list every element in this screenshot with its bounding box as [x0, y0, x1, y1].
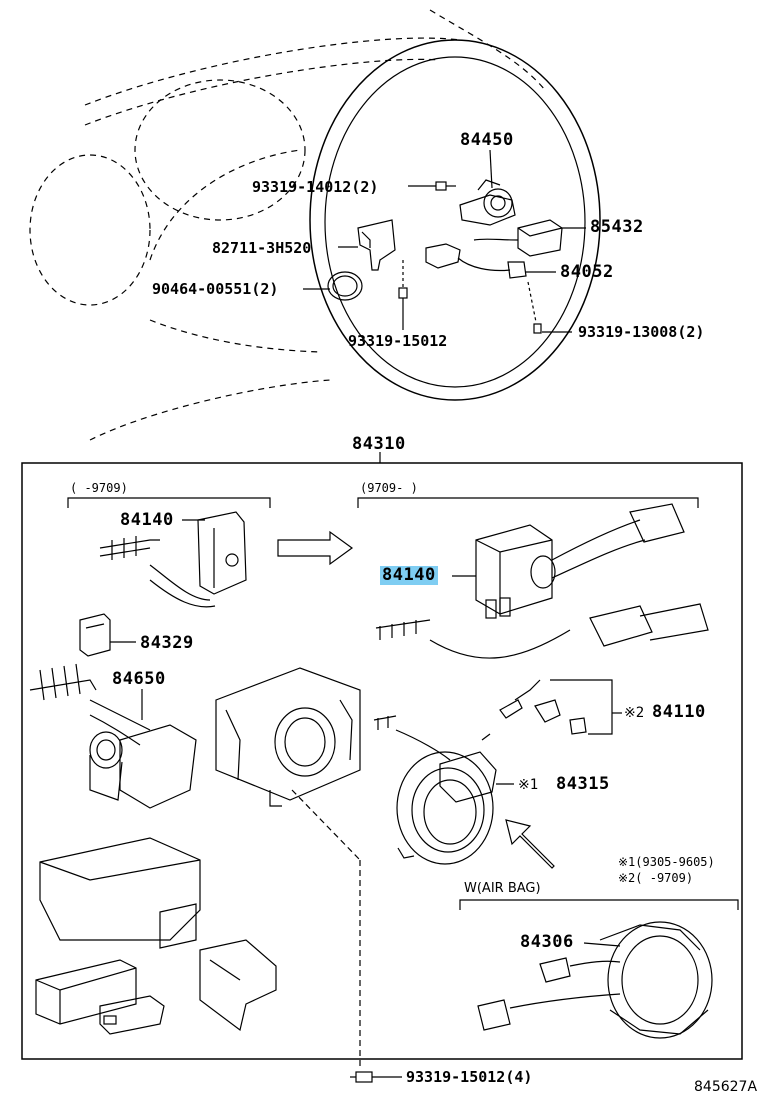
leader-84450 [489, 149, 493, 189]
mark-note-2: ※2 [624, 705, 645, 721]
label-82711-3H520[interactable]: 82711-3H520 [212, 239, 312, 257]
wire-84052 [425, 243, 527, 279]
label-84310[interactable]: 84310 [352, 434, 406, 454]
relay-85432 [473, 219, 563, 257]
bracket-airbag [459, 899, 739, 910]
label-84450[interactable]: 84450 [460, 130, 514, 150]
leader-84110-bracket [550, 679, 613, 735]
connector-84329 [79, 613, 111, 657]
label-85432[interactable]: 85432 [590, 217, 644, 237]
range-note-left: ( -9709) [70, 481, 128, 495]
label-90464-00551[interactable]: 90464-00551(2) [152, 280, 279, 298]
label-84110[interactable]: 84110 [652, 702, 706, 722]
screw-93319-15012a [398, 260, 408, 299]
label-93319-15012-4[interactable]: 93319-15012(4) [406, 1068, 533, 1086]
label-84140-left[interactable]: 84140 [120, 510, 174, 530]
cover-lower-2 [35, 959, 137, 1025]
cover-84110 [375, 603, 709, 741]
steering-wheel-outline [309, 39, 601, 401]
bracket-left [67, 497, 271, 508]
ignition-switch-84450 [459, 179, 516, 226]
arrow-right-icon [277, 530, 354, 566]
switch-84650 [29, 663, 197, 809]
label-93319-14012[interactable]: 93319-14012(2) [252, 178, 379, 196]
mark-note-1: ※1 [518, 777, 539, 793]
label-84052[interactable]: 84052 [560, 262, 614, 282]
switch-84140-left [99, 511, 247, 608]
dash-center-to-bottom [291, 789, 361, 861]
label-84140-right[interactable]: 84140 [380, 565, 438, 585]
screw-93319-15012b [350, 1071, 373, 1083]
airbag-caption: W(AIR BAG) [464, 881, 541, 896]
label-93319-13008[interactable]: 93319-13008(2) [578, 323, 705, 341]
legend-note-2: ※2( -9709) [618, 871, 694, 885]
label-84315[interactable]: 84315 [556, 774, 610, 794]
legend-note-1: ※1(9305-9605) [618, 855, 715, 869]
assembly-box-84310 [21, 462, 743, 1060]
label-93319-15012[interactable]: 93319-15012 [348, 332, 448, 350]
connector-lower [99, 995, 165, 1035]
leader-84306 [583, 942, 621, 947]
figure-id: 845627A [694, 1079, 758, 1095]
bracket-82711 [357, 219, 396, 271]
clamp-90464 [327, 271, 363, 301]
bracket-right [357, 497, 699, 508]
screw-93319-14012 [435, 181, 456, 191]
column-housing [215, 667, 361, 807]
dashboard-outline [29, 9, 546, 441]
label-84650[interactable]: 84650 [112, 669, 166, 689]
spiral-cable-84315 [373, 715, 497, 865]
range-note-right: (9709- ) [360, 481, 418, 495]
bracket-lower [199, 939, 277, 1032]
label-84306[interactable]: 84306 [520, 932, 574, 952]
spiral-cable-84306 [477, 921, 713, 1039]
arrow-upleft-icon [505, 819, 555, 869]
screw-93319-13008 [527, 281, 542, 334]
switch-84140-right [475, 503, 685, 619]
label-84329[interactable]: 84329 [140, 633, 194, 653]
cover-lower [39, 837, 201, 949]
